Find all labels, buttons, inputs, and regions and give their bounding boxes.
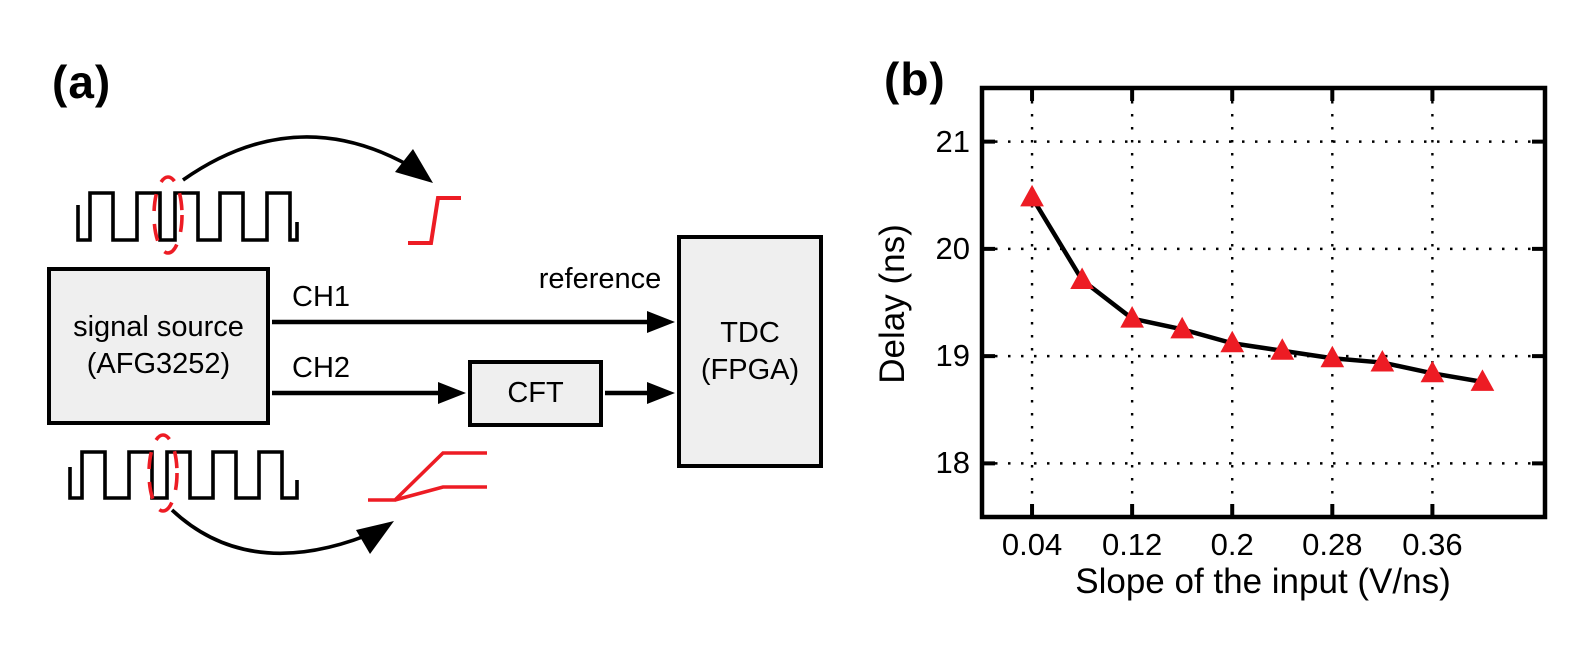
curved-arrow-bottom xyxy=(170,508,381,556)
data-point-marker xyxy=(1470,369,1495,391)
signal-source-box: signal source (AFG3252) xyxy=(47,267,270,425)
cft-label: CFT xyxy=(507,377,564,409)
fast-edge-waveform xyxy=(408,196,461,245)
tdc-box: TDC (FPGA) xyxy=(677,235,823,468)
curved-arrow-bottom-head xyxy=(356,521,394,554)
data-point-marker xyxy=(1070,267,1094,289)
edge-highlight-ellipse-top xyxy=(152,175,184,255)
data-point-marker xyxy=(1220,330,1245,353)
signal-source-label-line1: signal source xyxy=(73,311,244,343)
panel-a-label: (a) xyxy=(52,56,112,108)
y-tick-label: 20 xyxy=(935,230,970,266)
slow-ramp-waveform-1 xyxy=(368,451,487,502)
tdc-label-line2: (FPGA) xyxy=(700,353,800,386)
y-tick-label: 18 xyxy=(935,445,970,481)
square-wave-top xyxy=(76,191,299,242)
data-point-marker xyxy=(1120,306,1144,328)
y-tick-label: 21 xyxy=(935,123,970,159)
ch2-arrowhead xyxy=(438,382,466,404)
ch2-label: CH2 xyxy=(292,352,351,384)
reference-label: reference xyxy=(538,263,662,295)
panel-b-label: (b) xyxy=(884,53,946,105)
cft-to-tdc-arrowhead xyxy=(647,382,675,404)
data-point-marker xyxy=(1420,360,1445,383)
x-tick-label: 0.28 xyxy=(1302,527,1363,562)
cft-box: CFT xyxy=(468,360,603,427)
x-axis-label: Slope of the input (V/ns) xyxy=(1075,562,1451,601)
data-point-marker xyxy=(1270,338,1295,360)
series-line xyxy=(1030,196,1483,385)
y-tick-label: 19 xyxy=(935,338,970,374)
ch1-arrowhead xyxy=(647,311,675,333)
x-tick-label: 0.2 xyxy=(1210,527,1254,562)
signal-source-label-line2: (AFG3252) xyxy=(86,348,231,380)
edge-highlight-ellipse-bottom xyxy=(147,433,179,513)
data-point-marker xyxy=(1020,184,1044,207)
x-tick-label: 0.36 xyxy=(1402,527,1463,562)
x-tick-label: 0.04 xyxy=(1001,527,1063,562)
data-point-marker xyxy=(1320,345,1345,368)
y-axis-label: Delay (ns) xyxy=(873,224,912,384)
curved-arrow-top-head xyxy=(395,149,433,183)
square-wave-bottom xyxy=(68,450,299,500)
slow-ramp-waveform-2 xyxy=(394,485,487,502)
data-point-marker xyxy=(1370,350,1395,372)
data-point-marker xyxy=(1170,316,1195,339)
ch1-label: CH1 xyxy=(292,281,351,313)
x-tick-label: 0.12 xyxy=(1101,527,1163,562)
curved-arrow-top xyxy=(181,135,421,182)
tdc-label-line1: TDC xyxy=(720,316,780,349)
plot-border xyxy=(979,85,1548,520)
